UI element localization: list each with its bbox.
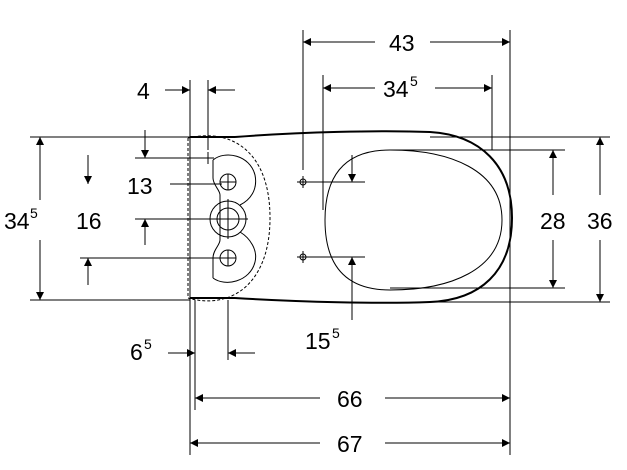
dim-43: 43: [389, 30, 415, 56]
dim-28: 28: [540, 208, 566, 234]
dim-67: 67: [337, 431, 363, 457]
dim-4: 4: [137, 78, 150, 104]
extension-lines: [30, 30, 610, 455]
dim-6-5-sup: 5: [144, 336, 152, 352]
rear-connector-outline: [187, 135, 271, 302]
upper-inlet-hole: [219, 173, 237, 191]
dim-16: 16: [76, 208, 102, 234]
top-mount-cross: [202, 152, 214, 164]
dim-34-5-left-sup: 5: [30, 205, 38, 221]
seat-hinge-upper: [297, 176, 309, 188]
dimension-lines: [36, 38, 604, 447]
fixing-holes: [202, 152, 309, 267]
dim-36: 36: [587, 208, 613, 234]
dim-34-5-top: 34: [383, 76, 409, 102]
dim-13: 13: [127, 173, 153, 199]
dim-6-5: 6: [130, 339, 143, 365]
dim-15-5: 15: [305, 328, 331, 354]
dimension-labels: 43 34 5 4 13 34 5 16 28 36 15 5 6 5 66 6…: [4, 30, 613, 457]
dim-34-5-top-sup: 5: [410, 73, 418, 89]
dim-15-5-sup: 5: [332, 325, 340, 341]
dim-66: 66: [337, 386, 363, 412]
lower-inlet-hole: [219, 249, 237, 267]
seat-hinge-lower: [297, 251, 309, 263]
main-outlet-hole: [208, 199, 248, 239]
dim-34-5-left: 34: [4, 208, 30, 234]
